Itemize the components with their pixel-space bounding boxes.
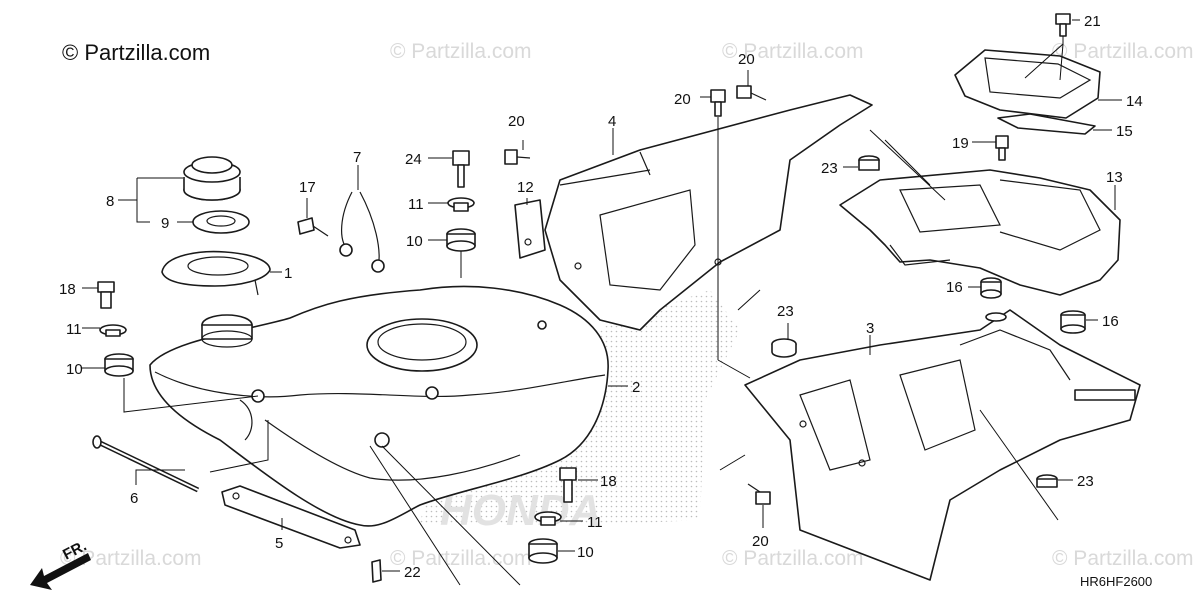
callout-13[interactable]: 13 xyxy=(1106,169,1123,186)
copyright-text: © Partzilla.com xyxy=(62,40,210,65)
watermark-top-3: © Partzilla.com xyxy=(1052,40,1194,63)
cap-seal[interactable] xyxy=(192,210,250,234)
cap-base[interactable] xyxy=(161,250,271,296)
leader-lines xyxy=(82,19,1122,586)
callout-23-mid[interactable]: 23 xyxy=(777,303,794,320)
callout-10-left[interactable]: 10 xyxy=(66,361,83,378)
callout-10-bottom[interactable]: 10 xyxy=(577,544,594,561)
callout-20-a[interactable]: 20 xyxy=(508,113,525,130)
grommet-23-right[interactable] xyxy=(1036,474,1058,488)
bolt-24[interactable] xyxy=(452,150,470,188)
callout-20-b[interactable]: 20 xyxy=(674,91,691,108)
watermark-bottom-2: © Partzilla.com xyxy=(390,547,532,570)
battery-box-13[interactable] xyxy=(839,169,1121,296)
callout-22[interactable]: 22 xyxy=(404,564,421,581)
callout-15[interactable]: 15 xyxy=(1116,123,1133,140)
diagram-code: HR6HF2600 xyxy=(1080,574,1152,589)
grommet-10-left[interactable] xyxy=(104,353,134,377)
watermark-bottom-1: © Partzilla.com xyxy=(60,547,202,570)
grommet-10-top[interactable] xyxy=(446,228,476,252)
callout-16-a[interactable]: 16 xyxy=(946,279,963,296)
tank-stay[interactable] xyxy=(221,485,361,549)
watermark-top-1: © Partzilla.com xyxy=(390,40,532,63)
callout-18-bottom[interactable]: 18 xyxy=(600,473,617,490)
grommet-16-a[interactable] xyxy=(980,277,1002,299)
collar-11-bottom[interactable] xyxy=(534,511,562,526)
callout-10-top[interactable]: 10 xyxy=(406,233,423,250)
watermark-top-2: © Partzilla.com xyxy=(722,40,864,63)
clip-22[interactable] xyxy=(371,559,382,583)
callout-1[interactable]: 1 xyxy=(284,265,292,282)
battery-cover-14[interactable] xyxy=(954,49,1101,119)
callout-2[interactable]: 2 xyxy=(632,379,640,396)
bracket-12[interactable] xyxy=(514,199,546,259)
callout-16-b[interactable]: 16 xyxy=(1102,313,1119,330)
bolt-20-b[interactable] xyxy=(710,89,726,117)
callout-6[interactable]: 6 xyxy=(130,490,138,507)
callout-11-top[interactable]: 11 xyxy=(408,196,424,213)
filler-cap[interactable] xyxy=(183,156,241,201)
grommet-10-bottom[interactable] xyxy=(528,538,558,564)
callout-5[interactable]: 5 xyxy=(275,535,283,552)
callout-21[interactable]: 21 xyxy=(1084,13,1101,30)
callout-11-left[interactable]: 11 xyxy=(66,321,82,338)
bolt-20-d[interactable] xyxy=(747,483,771,505)
bolt-18-bottom[interactable] xyxy=(559,467,577,503)
callout-11-bottom[interactable]: 11 xyxy=(587,514,603,531)
bolt-20-a[interactable] xyxy=(504,149,531,165)
screw-21[interactable] xyxy=(1055,13,1071,37)
cover-seal-15[interactable] xyxy=(997,113,1096,135)
callout-20-d[interactable]: 20 xyxy=(752,533,769,550)
callout-4[interactable]: 4 xyxy=(608,113,616,130)
tank-mount-bolt[interactable] xyxy=(92,435,200,493)
bolt-20-c[interactable] xyxy=(736,85,767,101)
callout-23-top[interactable]: 23 xyxy=(821,160,838,177)
tank-cover-4[interactable] xyxy=(544,94,873,331)
grommet-23-top[interactable] xyxy=(858,155,880,171)
callout-17[interactable]: 17 xyxy=(299,179,316,196)
callout-14[interactable]: 14 xyxy=(1126,93,1143,110)
callout-numbers: 1 2 3 4 5 6 7 8 9 10 10 10 11 11 11 12 1… xyxy=(59,13,1143,581)
callout-20-c[interactable]: 20 xyxy=(738,51,755,68)
callout-3[interactable]: 3 xyxy=(866,320,874,337)
watermark-bottom-3: © Partzilla.com xyxy=(722,547,864,570)
callout-23-right[interactable]: 23 xyxy=(1077,473,1094,490)
vent-tube[interactable] xyxy=(339,191,385,273)
callout-7[interactable]: 7 xyxy=(353,149,361,166)
callout-12[interactable]: 12 xyxy=(517,179,534,196)
under-cover-3[interactable] xyxy=(744,309,1141,581)
collar-11-left[interactable] xyxy=(99,324,127,337)
grommet-16-b[interactable] xyxy=(1060,310,1086,334)
watermark-bottom-4: © Partzilla.com xyxy=(1052,547,1194,570)
collar-11-top[interactable] xyxy=(447,197,475,212)
callout-18-left[interactable]: 18 xyxy=(59,281,76,298)
callout-8[interactable]: 8 xyxy=(106,193,114,210)
callout-9[interactable]: 9 xyxy=(161,215,169,232)
fuel-tank[interactable] xyxy=(149,285,609,527)
honda-logo-text: HONDA xyxy=(440,486,601,535)
callout-24[interactable]: 24 xyxy=(405,151,422,168)
bolt-17[interactable] xyxy=(297,217,329,237)
grommet-23-mid[interactable] xyxy=(771,338,797,358)
callout-19[interactable]: 19 xyxy=(952,135,969,152)
bolt-19[interactable] xyxy=(995,135,1009,161)
bolt-18-left[interactable] xyxy=(97,281,115,309)
